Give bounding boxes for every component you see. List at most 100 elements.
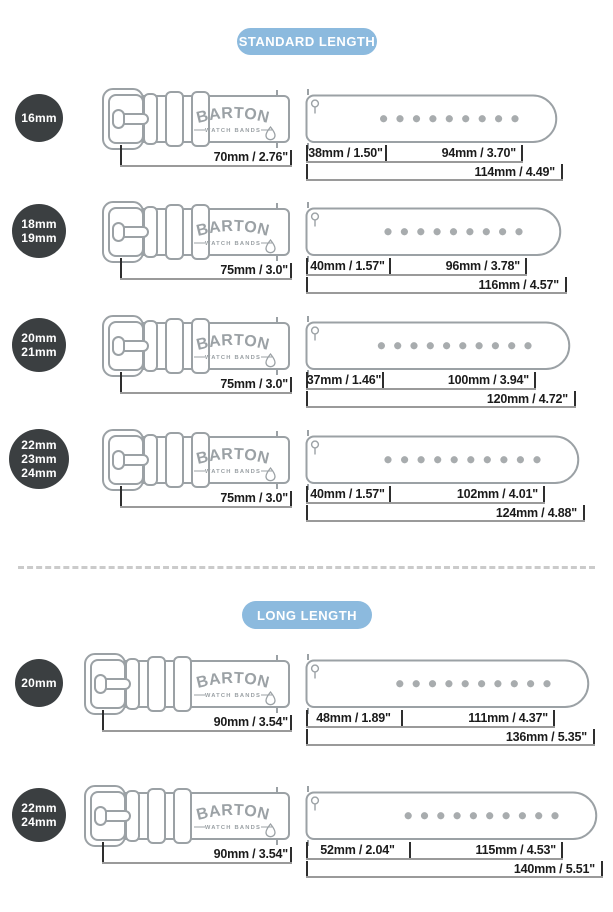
keeper-loop xyxy=(191,432,210,488)
adjustment-hole xyxy=(384,456,392,464)
adjustment-hole xyxy=(511,115,519,123)
adjustment-hole xyxy=(437,812,445,820)
keeper-loop xyxy=(165,318,184,374)
measure-tick xyxy=(306,372,308,389)
measure-tick xyxy=(290,150,292,167)
adjustment-hole xyxy=(482,228,490,236)
measure-rail xyxy=(306,726,555,728)
adjustment-hole xyxy=(500,456,508,464)
adjustment-hole xyxy=(510,680,518,688)
measure-tick xyxy=(553,710,555,727)
keeper-loop xyxy=(165,432,184,488)
measure-rail xyxy=(120,392,292,394)
measure-tick xyxy=(306,505,308,522)
measure-rail xyxy=(306,388,536,390)
adjustment-hole xyxy=(443,342,451,350)
measure-tick xyxy=(306,258,308,275)
tail-length-label: 94mm / 3.70" xyxy=(441,146,517,160)
strap-body xyxy=(305,659,590,708)
keeper-loop xyxy=(147,656,166,712)
size-label: 16mm xyxy=(21,111,57,125)
svg-text:BARTON: BARTON xyxy=(195,670,271,692)
adjustment-hole xyxy=(483,456,491,464)
strap-body xyxy=(305,207,562,256)
buckle-strap-illustration: BARTON WATCH BANDS xyxy=(102,429,290,491)
measure-tick xyxy=(525,258,527,275)
measure-tick xyxy=(306,842,308,859)
measure-tick xyxy=(543,486,545,503)
barton-logo: BARTON WATCH BANDS xyxy=(194,802,272,831)
adjustment-hole xyxy=(377,342,385,350)
adjustment-hole xyxy=(420,812,429,820)
strap-body xyxy=(305,791,598,840)
adjustment-hole xyxy=(524,342,532,350)
buckle-prong-tip xyxy=(112,450,125,470)
quick-release-pin-icon xyxy=(310,99,320,114)
measure-tick xyxy=(601,861,603,878)
keeper-loop xyxy=(165,204,184,260)
buckle-prong-tip xyxy=(112,109,125,129)
measure-tick xyxy=(306,277,308,294)
svg-text:WATCH BANDS: WATCH BANDS xyxy=(205,128,261,134)
buckle-length-label: 70mm / 2.76" xyxy=(213,150,289,164)
svg-text:BARTON: BARTON xyxy=(195,218,271,240)
adjustment-hole xyxy=(533,456,541,464)
measure-tick xyxy=(290,847,292,864)
measure-tick xyxy=(561,842,563,859)
adjustment-hole xyxy=(543,680,551,688)
adjustment-hole xyxy=(434,456,442,464)
svg-text:BARTON: BARTON xyxy=(195,446,271,468)
measure-tick xyxy=(409,842,411,859)
lug-length-label: 37mm / 1.46" xyxy=(306,373,382,387)
measure-tick xyxy=(120,372,122,394)
adjustment-hole xyxy=(475,342,483,350)
adjustment-hole xyxy=(518,812,526,820)
measure-tick xyxy=(306,710,308,727)
quick-release-pin-icon xyxy=(310,440,320,455)
adjustment-hole xyxy=(417,456,425,464)
adjustment-hole xyxy=(449,228,458,236)
adjustment-hole xyxy=(380,115,388,123)
adjustment-hole xyxy=(412,115,421,123)
adjustment-hole xyxy=(428,680,437,688)
tail-length-label: 115mm / 4.53" xyxy=(475,843,557,857)
measure-tick xyxy=(102,842,104,864)
measure-tick xyxy=(306,486,308,503)
tail-length-label: 100mm / 3.94" xyxy=(447,373,529,387)
quick-release-pin-icon xyxy=(310,326,320,341)
size-label: 20mm xyxy=(21,331,57,345)
size-label: 20mm xyxy=(21,676,57,690)
measure-tick xyxy=(521,145,523,162)
adjustment-hole xyxy=(466,228,474,236)
water-drop-icon xyxy=(265,822,276,838)
svg-text:WATCH BANDS: WATCH BANDS xyxy=(205,241,261,247)
keeper-loop xyxy=(191,91,210,147)
tail-strap-illustration xyxy=(305,430,580,490)
adjustment-hole xyxy=(461,680,469,688)
long-length-badge: LONG LENGTH xyxy=(242,601,372,629)
buckle-length-label: 75mm / 3.0" xyxy=(220,377,288,391)
adjustment-hole xyxy=(467,456,475,464)
water-drop-icon xyxy=(265,690,276,706)
lug-length-label: 40mm / 1.57" xyxy=(310,259,385,273)
barton-logo: BARTON WATCH BANDS xyxy=(194,218,272,247)
measure-tick xyxy=(306,164,308,181)
buckle-prong-tip xyxy=(112,336,125,356)
total-length-label: 136mm / 5.35" xyxy=(505,730,587,744)
adjustment-hole xyxy=(494,680,502,688)
measure-tick xyxy=(574,391,576,408)
strap-body xyxy=(305,94,558,143)
strap-body xyxy=(305,435,580,484)
adjustment-hole xyxy=(450,456,458,464)
water-drop-icon xyxy=(265,238,276,254)
standard-length-badge: STANDARD LENGTH xyxy=(237,28,377,55)
size-label: 24mm xyxy=(21,466,57,480)
measure-tick xyxy=(385,145,387,162)
measure-tick xyxy=(120,145,122,167)
measure-rail xyxy=(306,520,585,522)
adjustment-hole xyxy=(462,115,470,123)
measure-tick xyxy=(120,486,122,508)
measure-rail xyxy=(120,278,292,280)
measure-rail xyxy=(102,730,292,732)
